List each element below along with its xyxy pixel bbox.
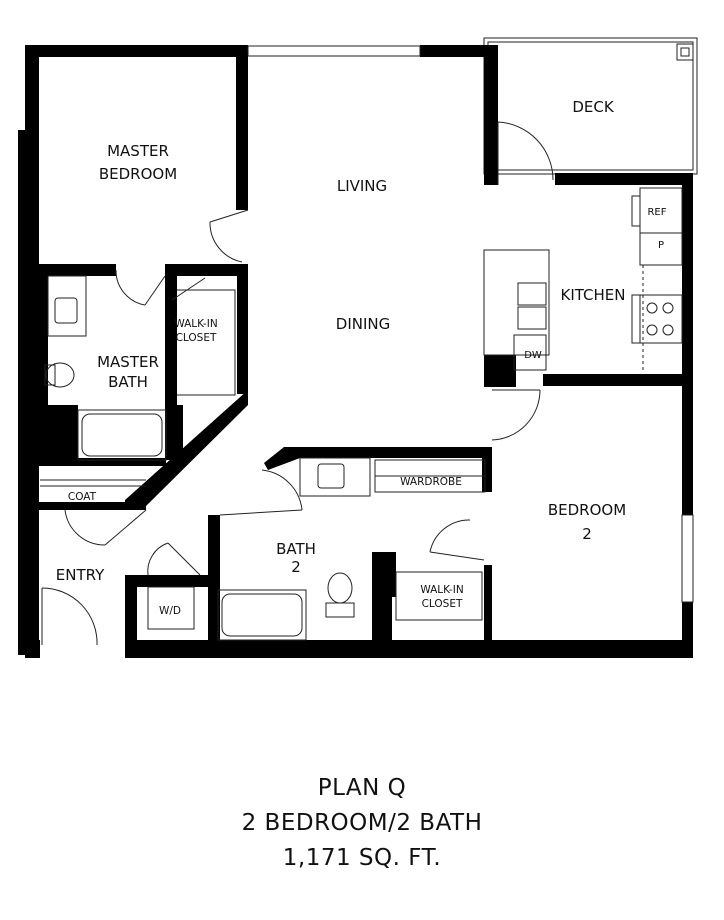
coat-label: COAT — [68, 491, 97, 503]
doors — [40, 121, 554, 646]
living-label: LIVING — [337, 177, 387, 195]
master-bath-label-2: BATH — [108, 373, 148, 391]
entry-label: ENTRY — [56, 566, 105, 584]
master-bedroom-label: MASTER — [107, 142, 169, 160]
bedroom2-label-2: 2 — [582, 525, 592, 543]
plan-area: 1,171 SQ. FT. — [282, 845, 442, 871]
bedroom2-label: BEDROOM — [548, 501, 626, 519]
windows — [247, 45, 694, 603]
wardrobe-label: WARDROBE — [400, 476, 462, 488]
exterior-walls — [18, 45, 693, 658]
master-bedroom-label-2: BEDROOM — [99, 165, 177, 183]
walkin-closet-master-label-2: CLOSET — [176, 332, 217, 344]
walkin-closet-master-label: WALK-IN — [174, 318, 217, 330]
deck-label: DECK — [572, 98, 615, 116]
dw-label: DW — [524, 350, 542, 361]
walkin-closet-bed2-label-2: CLOSET — [422, 598, 463, 610]
deck-post-icon — [676, 43, 694, 61]
pantry-label: P — [658, 240, 664, 251]
wd-label: W/D — [159, 605, 181, 617]
interior-walls — [38, 55, 693, 658]
fixtures — [44, 187, 683, 641]
plan-name: PLAN Q — [317, 775, 407, 801]
dining-label: DINING — [336, 315, 390, 333]
master-bath-label: MASTER — [97, 353, 159, 371]
ref-label: REF — [647, 207, 666, 218]
walkin-closet-bed2-label: WALK-IN — [420, 584, 463, 596]
kitchen-label: KITCHEN — [561, 286, 626, 304]
plan-type: 2 BEDROOM/2 BATH — [241, 810, 483, 836]
bath2-label-2: 2 — [291, 558, 301, 576]
bath2-label: BATH — [276, 540, 316, 558]
